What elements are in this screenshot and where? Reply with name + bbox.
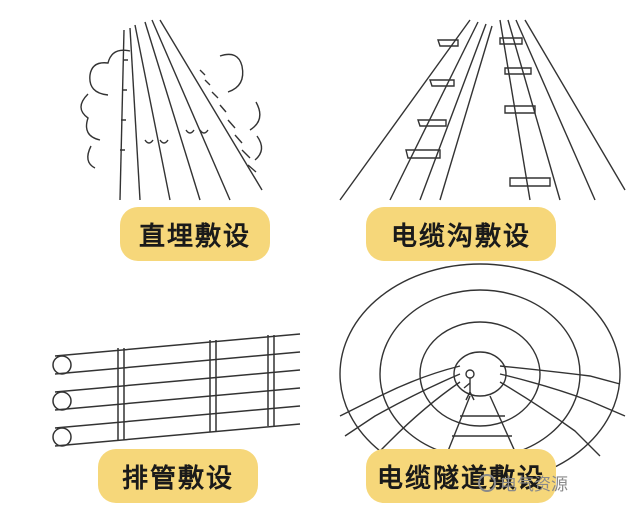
panel-duct-bank bbox=[0, 256, 320, 512]
panel-cable-trench bbox=[320, 0, 640, 256]
label-cable-tunnel: 电缆隧道敷设 bbox=[366, 449, 556, 503]
label-cable-trench: 电缆沟敷设 bbox=[366, 207, 556, 261]
cable-trench-icon bbox=[339, 19, 626, 201]
panel-direct-burial bbox=[0, 0, 320, 256]
label-direct-burial: 直埋敷设 bbox=[120, 207, 270, 261]
wechat-icon bbox=[478, 473, 496, 492]
label-duct-bank: 排管敷设 bbox=[98, 449, 258, 503]
watermark: 电气资源 bbox=[478, 470, 568, 495]
duct-bank-icon bbox=[52, 333, 301, 447]
watermark-text: 电气资源 bbox=[500, 475, 568, 495]
buried-cable-icon bbox=[80, 19, 263, 201]
